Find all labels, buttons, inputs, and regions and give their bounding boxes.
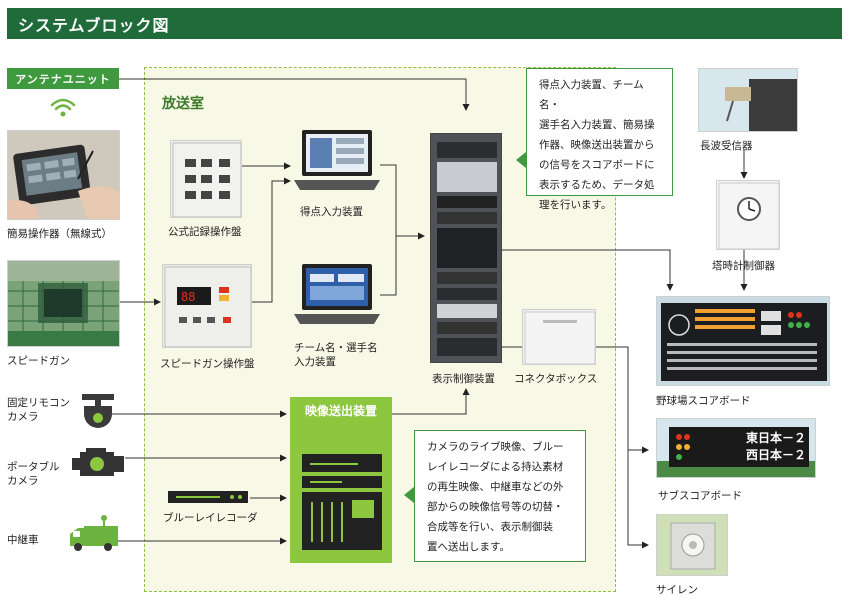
sub-scoreboard-row1: 東日本－２: [746, 431, 807, 445]
sub-scoreboard-label: サブスコアボード: [658, 490, 742, 502]
relay-truck-icon: [70, 515, 118, 551]
speedgun-panel-photo: 88: [162, 264, 252, 348]
handheld-controller-photo: [7, 130, 120, 220]
longwave-receiver-photo: [698, 68, 798, 132]
siren-label: サイレン: [656, 584, 698, 596]
video-sender-label: 映像送出装置: [304, 404, 377, 418]
speedgun-panel-label: スピードガン操作盤: [160, 358, 255, 370]
antenna-unit: アンテナユニット: [7, 68, 119, 89]
official-record-label: 公式記録操作盤: [168, 226, 242, 238]
sub-scoreboard-row2: 西日本－２: [746, 448, 807, 462]
broadcast-room-title: 放送室: [162, 96, 204, 112]
speedgun-photo: [7, 260, 120, 347]
official-record-panel-photo: [170, 140, 242, 218]
longwave-receiver-label: 長波受信器: [700, 140, 753, 152]
connector-box-label: コネクタボックス: [514, 373, 598, 385]
scoreboard-photo: [656, 296, 830, 386]
wifi-icon: [50, 98, 76, 117]
video-switcher-icon: [302, 454, 382, 550]
relay-car-label: 中継車: [7, 534, 39, 546]
diagram-title: システムブロック図: [18, 16, 170, 35]
sub-scoreboard-photo: [656, 418, 816, 478]
scoreboard-label: 野球場スコアボード: [656, 395, 751, 407]
bluray-label: ブルーレイレコーダ: [163, 512, 258, 524]
siren-photo: [656, 514, 728, 576]
display-control-rack-photo: [430, 133, 502, 363]
dome-camera-icon: [82, 394, 114, 428]
bluray-recorder-icon: [168, 491, 248, 503]
team-input-label: チーム名・選手名 入力装置: [294, 342, 378, 368]
display-control-note: 得点入力装置、チーム名・ 選手名入力装置、簡易操 作器、映像送出装置から の信号…: [526, 68, 673, 211]
portable-camera-label: ポータブル カメラ: [7, 461, 60, 487]
display-control-label: 表示制御装置: [432, 373, 495, 385]
handheld-controller-label: 簡易操作器（無線式）: [7, 228, 112, 240]
video-sender-note: カメラのライブ映像、ブルー レイレコーダによる持込素材 の再生映像、中継車などの…: [414, 430, 586, 562]
speedgun-label: スピードガン: [7, 355, 70, 367]
tower-clock-label: 塔時計制御器: [712, 260, 775, 272]
header-bar: [7, 8, 842, 39]
team-input-laptop-icon: [294, 264, 380, 324]
connector-box-photo: [522, 309, 596, 365]
fixed-camera-label: 固定リモコン カメラ: [7, 397, 70, 423]
tower-clock-controller-photo: [716, 180, 780, 250]
video-camera-icon: [72, 448, 124, 476]
score-input-label: 得点入力装置: [300, 206, 363, 218]
score-input-laptop-icon: [294, 130, 380, 190]
svg-text:88: 88: [181, 290, 195, 304]
